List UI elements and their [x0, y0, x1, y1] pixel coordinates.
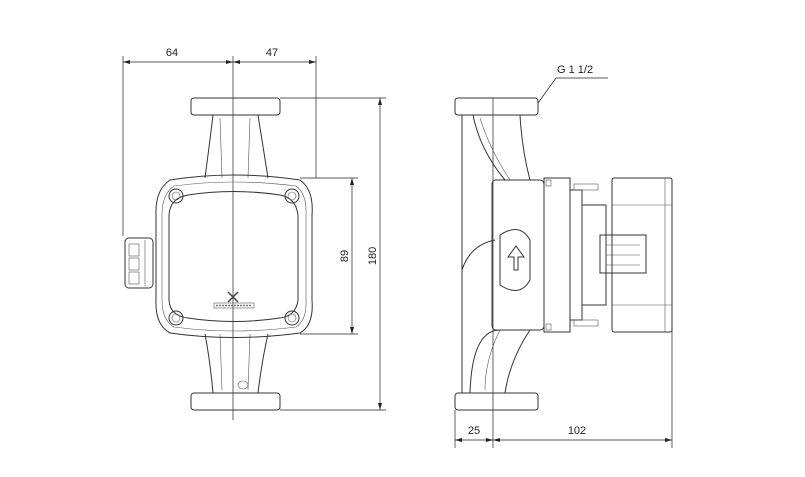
dim-47-label: 47 — [266, 47, 278, 59]
front-view: 64 47 89 180 — [122, 47, 386, 420]
side-view: 25 102 G 1 1/2 — [454, 64, 673, 448]
side-connector — [599, 234, 647, 274]
dim-102-label: 102 — [568, 425, 586, 437]
dim-89-label: 89 — [339, 250, 351, 262]
dim-180-label: 180 — [367, 247, 379, 265]
electrical-connector — [124, 237, 154, 289]
dim-64-label: 64 — [166, 47, 178, 59]
side-bottom-flange — [454, 392, 539, 411]
flow-direction-arrow-icon — [507, 245, 525, 271]
side-top-flange — [454, 97, 539, 116]
grundfos-logo — [213, 291, 255, 309]
dim-25-label: 25 — [468, 425, 480, 437]
thread-size-label: G 1 1/2 — [557, 64, 593, 76]
bottom-flange — [190, 392, 281, 411]
pump-head — [155, 174, 313, 338]
top-flange — [190, 97, 281, 116]
